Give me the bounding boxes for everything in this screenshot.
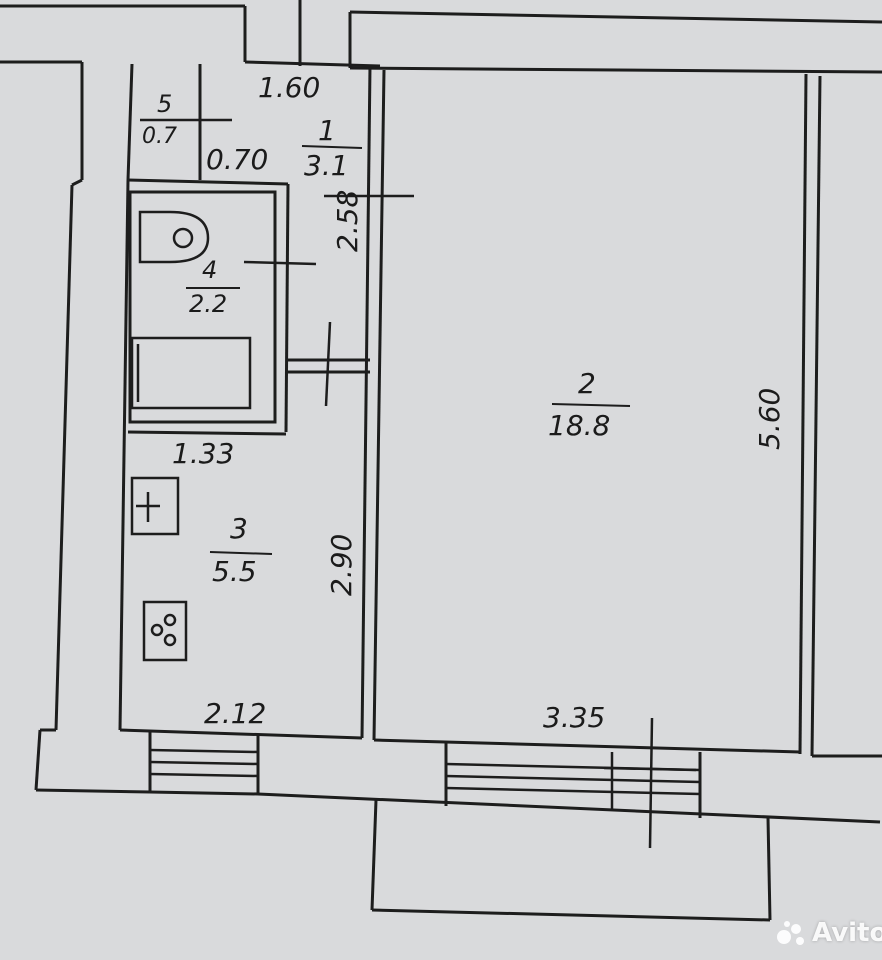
dimension-closet-width: 0.70 xyxy=(206,143,269,176)
room-right-wall xyxy=(798,73,822,757)
room-1-area: 3.1 xyxy=(304,149,349,182)
room-5-number: 5 xyxy=(157,90,173,118)
room-2-number: 2 xyxy=(578,367,596,400)
watermark-text: Avito xyxy=(812,918,882,948)
balcony xyxy=(370,799,772,922)
room-1-number: 1 xyxy=(318,114,336,147)
avito-dots-logo-icon xyxy=(777,921,804,945)
dimension-kitchen-length: 2.90 xyxy=(325,533,358,596)
fraction-bars xyxy=(142,119,631,555)
kitchen-window xyxy=(149,748,259,778)
toilet xyxy=(138,210,210,264)
partition-wall xyxy=(360,65,386,741)
closet-5-walls xyxy=(127,64,289,186)
room-2-area: 18.8 xyxy=(548,409,611,442)
top-wall xyxy=(0,0,882,74)
dimension-bath-width: 1.33 xyxy=(172,437,235,470)
kitchen-sink xyxy=(130,476,180,536)
room-3-number: 3 xyxy=(230,512,248,545)
dimension-room-width: 3.35 xyxy=(543,701,606,734)
left-wall xyxy=(34,62,151,794)
room-4-number: 4 xyxy=(202,256,218,284)
dimension-room-length: 5.60 xyxy=(753,387,786,450)
dimension-hall-length: 2.58 xyxy=(331,189,364,252)
dimension-kitchen-width: 2.12 xyxy=(204,697,267,730)
dimension-hall-width: 1.60 xyxy=(258,71,321,104)
bottom-wall xyxy=(119,728,882,824)
room-3-area: 5.5 xyxy=(212,555,257,588)
bathtub xyxy=(130,336,252,410)
room-4-area: 2.2 xyxy=(189,290,228,318)
kitchen-stove xyxy=(142,600,188,662)
avito-watermark: Avito xyxy=(776,916,882,950)
room-5-area: 0.7 xyxy=(142,124,177,149)
